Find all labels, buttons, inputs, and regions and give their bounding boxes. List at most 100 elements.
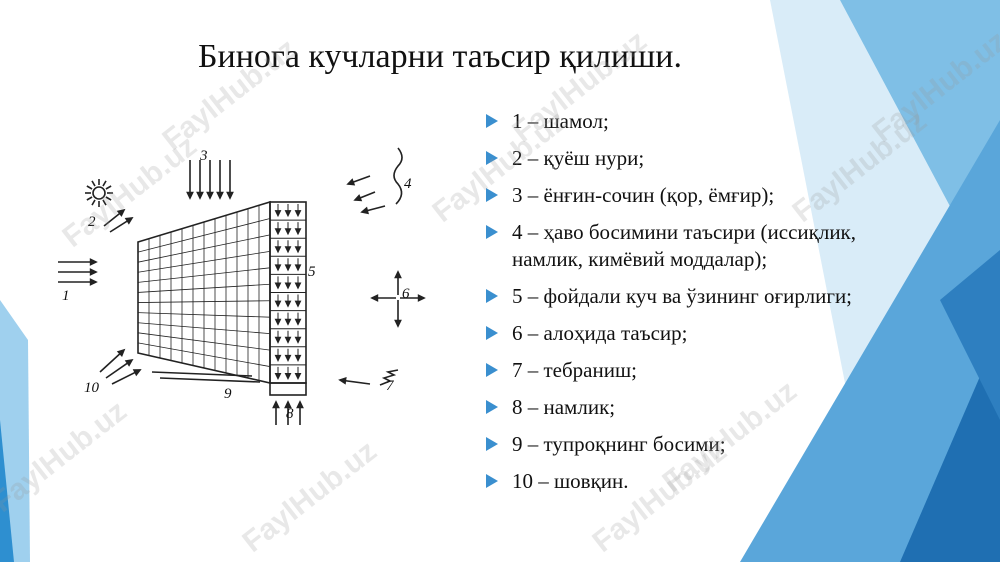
building-grid xyxy=(137,205,271,381)
arrowhead xyxy=(284,264,292,272)
sun-ray xyxy=(102,199,107,206)
legend-item: 3 – ёнғин-сочин (қор, ёмғир); xyxy=(486,182,926,209)
legend-item-text: 8 – намлик; xyxy=(512,395,616,419)
sun-ray xyxy=(105,196,112,201)
arrowhead xyxy=(116,348,126,358)
sun-ray xyxy=(86,185,93,190)
bullet-arrow-icon xyxy=(486,474,498,488)
legend-item: 10 – шовқин. xyxy=(486,468,926,495)
arrowhead xyxy=(284,336,292,344)
arrowhead xyxy=(274,246,282,254)
arrowhead xyxy=(294,354,302,362)
arrowhead xyxy=(186,191,194,200)
diagram-label-4: 4 xyxy=(404,176,412,192)
arrowhead xyxy=(284,282,292,290)
arrowhead xyxy=(274,336,282,344)
arrowhead xyxy=(284,318,292,326)
arrowhead xyxy=(294,282,302,290)
arrowhead xyxy=(284,400,292,409)
legend-item-text: 9 – тупроқнинг босими; xyxy=(512,432,726,456)
arrowhead xyxy=(274,210,282,218)
arrowhead xyxy=(206,191,214,200)
vibration-wave xyxy=(379,369,399,386)
deco-shape-left-dark xyxy=(0,420,14,562)
arrowhead xyxy=(394,319,402,328)
arrowhead xyxy=(284,246,292,254)
bullet-arrow-icon xyxy=(486,326,498,340)
deco-shape-dark xyxy=(900,330,1000,562)
bullet-arrow-icon xyxy=(486,400,498,414)
bullet-arrow-icon xyxy=(486,151,498,165)
legend-item-text: 7 – тебраниш; xyxy=(512,358,637,382)
diagram-label-10: 10 xyxy=(84,380,100,396)
legend-item: 2 – қуёш нури; xyxy=(486,145,926,172)
bullet-arrow-icon xyxy=(486,289,498,303)
deco-shape-accent xyxy=(940,250,1000,420)
legend-item: 6 – алоҳида таъсир; xyxy=(486,320,926,347)
air-pressure-wave xyxy=(393,147,403,205)
arrowhead xyxy=(346,178,356,186)
sun-ray xyxy=(91,199,96,206)
arrowhead xyxy=(89,268,98,276)
diagram-label-8: 8 xyxy=(286,406,294,422)
arrowhead xyxy=(338,376,347,385)
arrowhead xyxy=(216,191,224,200)
building-diagram: 1 2 3 4 5 6 7 8 9 10 xyxy=(58,147,426,425)
legend-item: 1 – шамол; xyxy=(486,108,926,135)
arrowhead xyxy=(274,300,282,308)
diagram-label-2: 2 xyxy=(88,214,96,230)
arrowhead xyxy=(353,194,363,202)
arrowhead xyxy=(284,228,292,236)
legend-item: 7 – тебраниш; xyxy=(486,357,926,384)
diagram-label-1: 1 xyxy=(62,288,70,304)
sun-ray xyxy=(91,180,96,187)
arrowhead xyxy=(89,258,98,266)
arrowhead xyxy=(132,369,142,377)
arrowhead xyxy=(272,400,280,409)
bullet-arrow-icon xyxy=(486,225,498,239)
arrowhead xyxy=(294,228,302,236)
legend-item-text: 4 – ҳаво босимини таъсири (иссиқлик, нам… xyxy=(512,220,857,271)
legend-item: 9 – тупроқнинг босими; xyxy=(486,431,926,458)
arrowhead xyxy=(360,206,369,215)
legend-list: 1 – шамол; 2 – қуёш нури; 3 – ёнғин-сочин … xyxy=(486,108,926,505)
deco-shape-blue xyxy=(740,120,1000,562)
arrowhead xyxy=(394,270,402,279)
sun-ray xyxy=(86,196,93,201)
arrowhead xyxy=(274,372,282,381)
arrowhead xyxy=(284,354,292,362)
arrowhead xyxy=(294,264,302,272)
arrowhead xyxy=(274,354,282,362)
diagram-label-7: 7 xyxy=(386,378,395,394)
side-load-arrows xyxy=(270,204,306,381)
arrowhead xyxy=(196,191,204,200)
building-figure xyxy=(58,147,426,425)
diagram-label-3: 3 xyxy=(199,148,208,164)
soil-pressure-line-2 xyxy=(151,371,253,377)
arrowhead xyxy=(284,372,292,381)
force-arrows xyxy=(58,160,426,425)
legend-item: 5 – фойдали куч ва ўзининг оғирлиги; xyxy=(486,283,926,310)
legend-item-text: 2 – қуёш нури; xyxy=(512,146,645,170)
bullet-arrow-icon xyxy=(486,363,498,377)
arrowhead xyxy=(296,400,304,409)
arrowhead xyxy=(294,318,302,326)
arrowhead xyxy=(274,282,282,290)
sun-ray xyxy=(102,180,107,187)
arrowhead xyxy=(124,358,134,367)
legend-item: 4 – ҳаво босимини таъсири (иссиқлик, нам… xyxy=(486,219,926,273)
legend-item-text: 3 – ёнғин-сочин (қор, ёмғир); xyxy=(512,183,775,207)
legend-item-text: 10 – шовқин. xyxy=(512,469,629,493)
arrowhead xyxy=(417,294,426,302)
arrowhead xyxy=(294,246,302,254)
arrowhead xyxy=(89,278,98,286)
arrowhead xyxy=(274,228,282,236)
building-base xyxy=(269,382,307,396)
arrowhead xyxy=(274,264,282,272)
legend-item: 8 – намлик; xyxy=(486,394,926,421)
diagram-labels: 1 2 3 4 5 6 7 8 9 10 xyxy=(62,148,412,422)
legend-item-text: 6 – алоҳида таъсир; xyxy=(512,321,688,345)
arrowhead xyxy=(116,208,126,217)
